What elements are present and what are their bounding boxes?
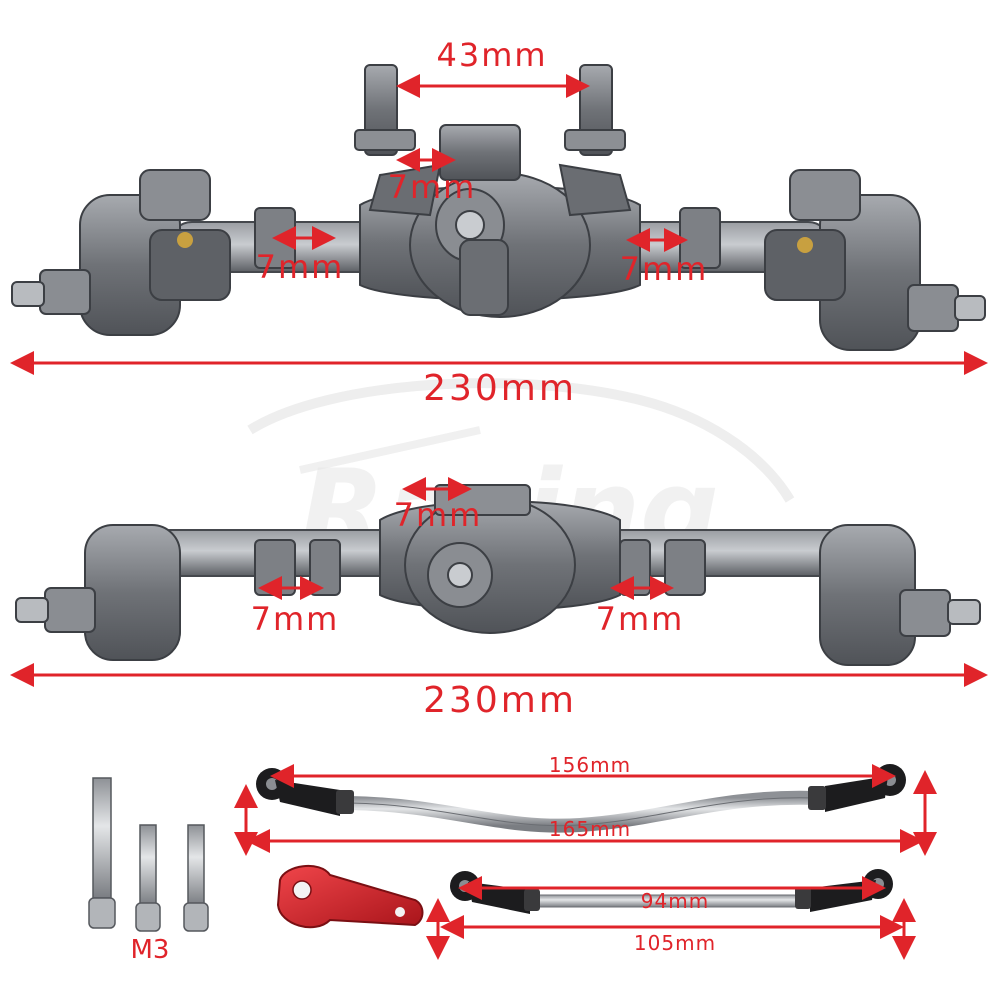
screw-size-label: M3 — [131, 935, 170, 965]
dim-label-rear-left-link: 7mm — [251, 600, 340, 638]
front-axle — [11, 64, 986, 351]
dim-label-rear-right-link: 7mm — [596, 600, 685, 638]
rod-end-right — [808, 764, 906, 812]
front-axle-dimensions: 43mm 7mm 7mm 7mm 230mm — [10, 36, 988, 409]
long-link-dimensions: 156mm 165mm — [234, 753, 937, 856]
dim-label-front-left-link: 7mm — [256, 248, 345, 286]
dim-label-short-outer: 105mm — [634, 931, 716, 955]
screw-long — [88, 777, 116, 929]
dim-label-long-inner: 156mm — [549, 753, 631, 777]
short-rod-end-left — [450, 871, 540, 914]
screw-short — [183, 824, 209, 932]
dim-label-short-inner: 94mm — [641, 889, 709, 913]
dim-label-long-outer: 165mm — [549, 817, 631, 841]
dim-label-front-right-link: 7mm — [620, 250, 709, 288]
m3-screws: M3 — [88, 777, 209, 965]
short-link-dimensions: 94mm 105mm — [426, 876, 916, 960]
dim-label-top-width: 43mm — [436, 36, 547, 74]
servo-horn — [276, 864, 424, 929]
dim-label-front-total: 230mm — [423, 368, 577, 409]
dim-label-front-inner: 7mm — [388, 168, 477, 206]
short-rod-end-right — [795, 869, 893, 912]
dim-label-rear-total: 230mm — [423, 680, 577, 721]
rear-axle-dimensions: 7mm 7mm 7mm 230mm — [10, 477, 988, 721]
screw-mid — [135, 824, 161, 932]
dim-label-rear-top-link: 7mm — [394, 496, 483, 534]
rear-axle — [15, 484, 981, 666]
